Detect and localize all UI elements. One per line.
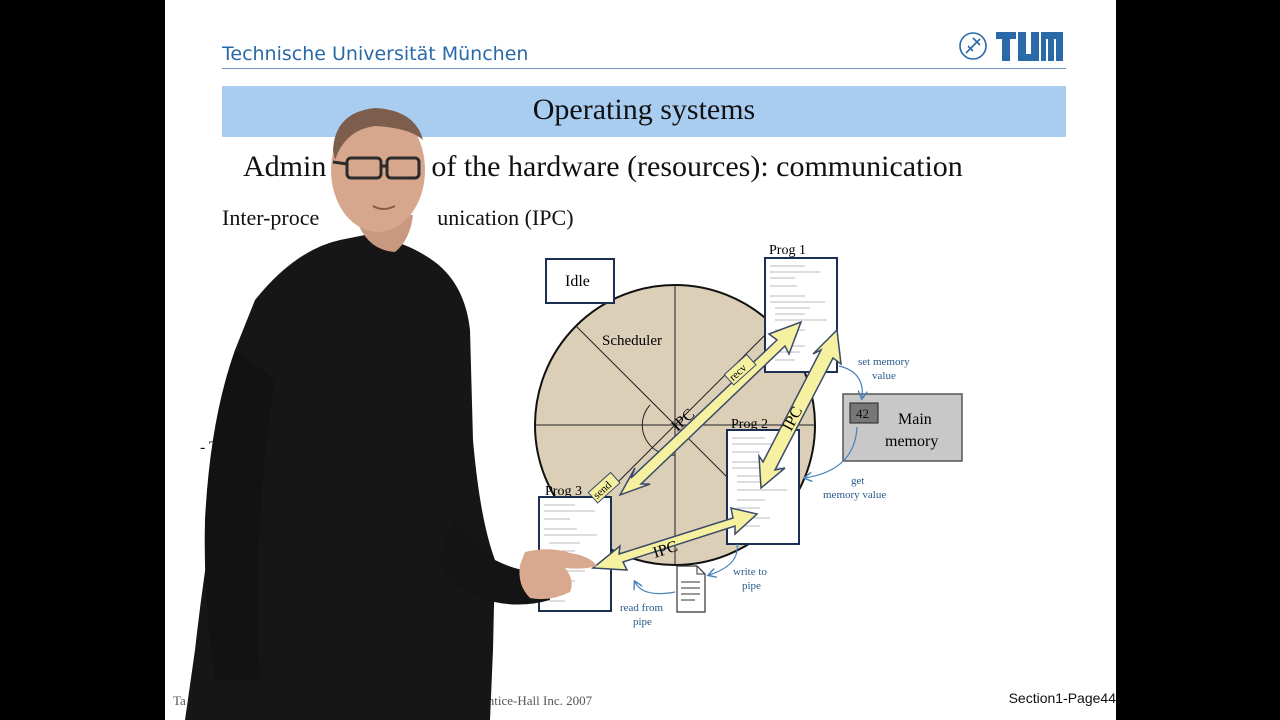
ipc-diagram: Scheduler t Idle Prog 1 Prog 2 Prog 3 — [534, 243, 963, 628]
presenter-hand — [519, 549, 597, 600]
prog3-label: Prog 3 — [545, 484, 582, 499]
send-tag: send — [587, 471, 621, 504]
page-number: Section1-Page44 — [1008, 690, 1116, 706]
set-memory-label-2: value — [872, 370, 896, 382]
get-memory-label-2: memory value — [823, 489, 886, 501]
body-text-right: unication (IPC) — [437, 205, 574, 230]
write-pipe-label-2: pipe — [742, 580, 761, 592]
body-text-line: Inter-proce unication (IPC) — [222, 205, 574, 231]
presenter-mouth — [372, 205, 396, 210]
scheduler-label: Scheduler — [602, 333, 662, 349]
read-pipe-label-1: read from — [620, 602, 664, 614]
idle-label: Idle — [565, 273, 590, 290]
read-pipe-label-2: pipe — [633, 616, 652, 628]
slide-title: Operating systems — [532, 93, 756, 126]
footer-left: Ta — [173, 693, 186, 708]
get-memory-arrow — [805, 426, 858, 478]
prog1-label: Prog 1 — [769, 243, 806, 258]
slide: Technische Universität München Operating… — [165, 0, 1116, 720]
ipc-arrow-prog1-prog2 — [758, 328, 842, 490]
pipe-file-icon — [676, 565, 706, 613]
presenter-left-arm — [204, 350, 275, 680]
write-pipe-label-1: write to — [733, 566, 767, 578]
set-memory-label-1: set memory — [858, 356, 910, 368]
presenter-hair — [333, 108, 423, 160]
tum-letters — [996, 32, 1063, 61]
idle-box — [545, 258, 615, 304]
write-pipe-arrow — [709, 543, 738, 575]
set-memory-arrow — [838, 365, 862, 398]
presenter-shirt — [185, 235, 495, 720]
tum-logo — [959, 32, 1063, 61]
memory-cell — [849, 402, 879, 424]
presenter-head — [331, 108, 425, 232]
memory-cell-value: 42 — [856, 406, 869, 421]
title-bar: Operating systems — [222, 86, 1066, 137]
footer-source: entice-Hall Inc. 2007 — [482, 693, 593, 708]
ipc-label-3: IPC — [651, 538, 680, 562]
body-text-left: Inter-proce — [222, 205, 320, 230]
presenter-glasses — [332, 156, 421, 180]
university-name: Technische Universität München — [222, 43, 529, 65]
get-memory-label-1: get — [851, 475, 864, 487]
read-pipe-arrow — [635, 582, 676, 595]
prog2-label: Prog 2 — [731, 417, 768, 432]
header-divider — [222, 68, 1066, 69]
main-memory-label-1: Main — [898, 411, 932, 428]
presenter-figure — [185, 108, 597, 720]
main-memory-label-2: memory — [885, 433, 938, 450]
ipc-arrow-prog2-prog3 — [591, 507, 759, 571]
compass-icon — [959, 32, 987, 60]
